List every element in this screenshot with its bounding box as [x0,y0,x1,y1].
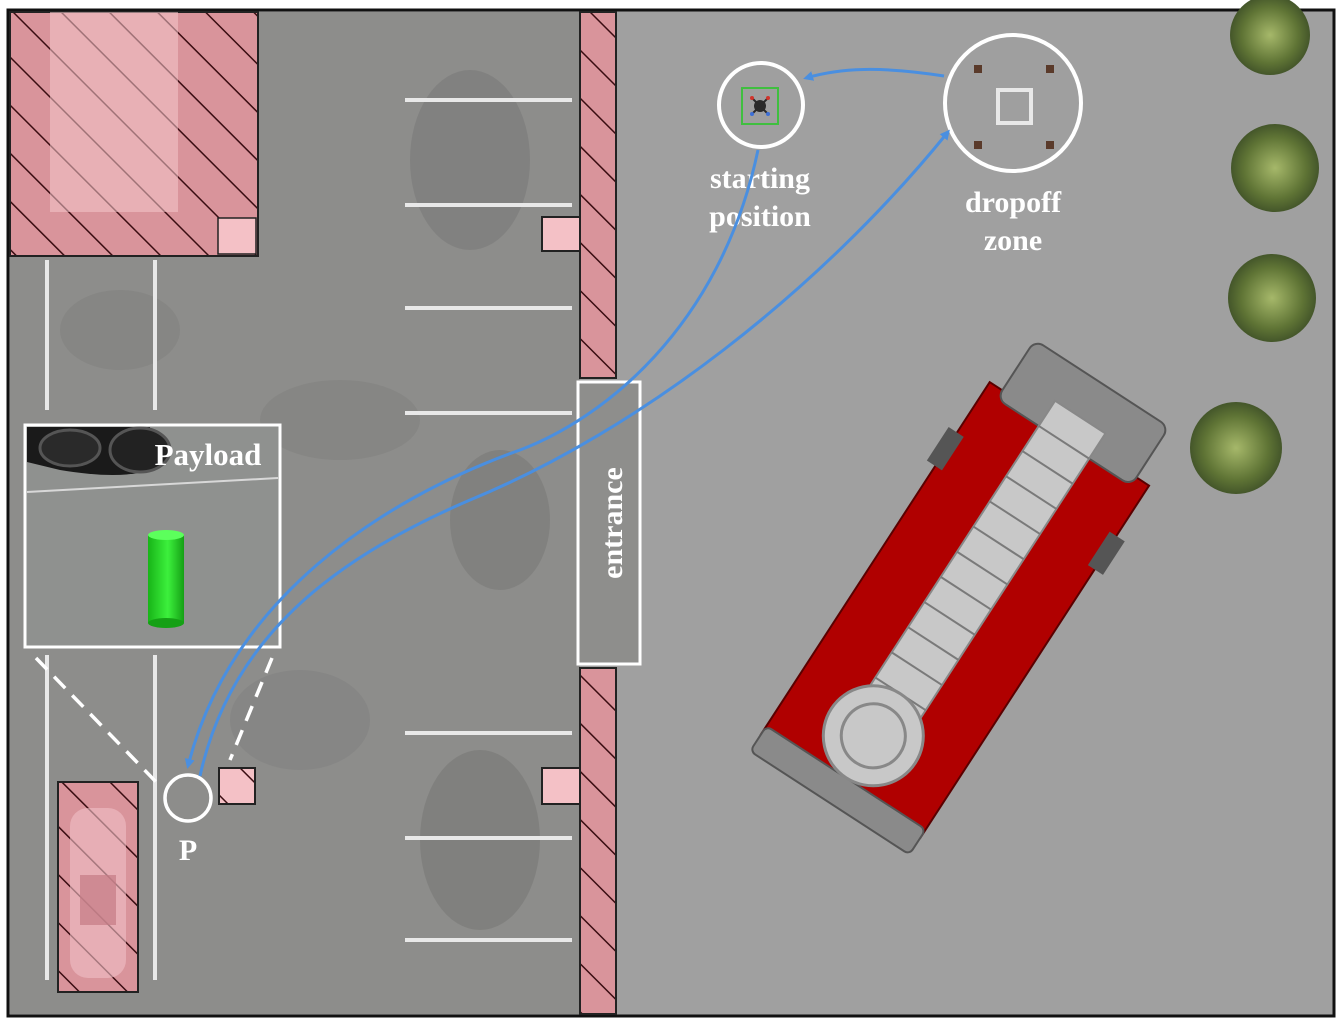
flight-paths [184,67,950,777]
path-pickup-to-dropoff [198,129,950,777]
parking-lines-left [45,260,157,980]
wall-lower [541,667,617,1015]
tree-icon [1190,0,1319,494]
wall-upper [541,11,617,379]
parking-lines-right [405,98,572,942]
path-dropoff-to-start [803,67,945,81]
starting-position: starting position [709,61,811,233]
dropoff-zone: dropoff zone [943,33,1083,257]
pickup-label: P [179,834,197,867]
cylinder-icon [148,530,184,628]
fire-truck-icon [751,342,1167,854]
dropoff-label-line2: zone [984,224,1042,257]
path-start-to-pickup [184,149,760,769]
payload-inset: Payload [23,423,282,788]
starting-label-line2: position [709,200,811,233]
building-top-left [9,11,259,257]
entrance: entrance [576,380,642,666]
dropoff-label-line1: dropoff [965,186,1062,219]
entrance-label: entrance [596,467,629,579]
starting-label-line1: starting [710,162,810,195]
car-icon [57,781,139,993]
payload-label: Payload [155,437,262,472]
drone-icon [750,96,770,116]
pickup-point: P [163,773,213,867]
small-obstacle [218,767,256,805]
